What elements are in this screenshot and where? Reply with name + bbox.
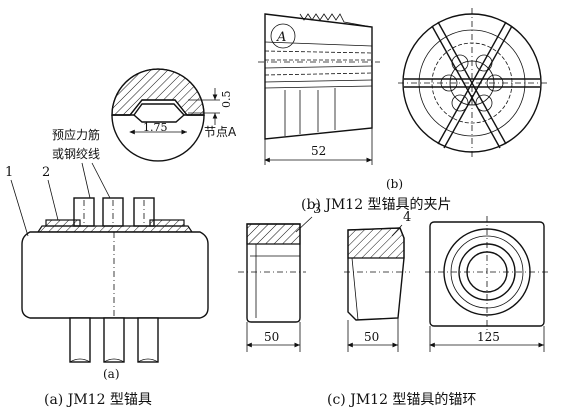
figure-a-anchor: 预应力筋 或钢绞线 1 2 (a) bbox=[5, 127, 209, 381]
strand-bottom-mid bbox=[103, 317, 125, 363]
node-a-detail: 1.75 0.5 节点A bbox=[111, 68, 237, 162]
strand-label-line1: 预应力筋 bbox=[52, 127, 100, 142]
label-4: 4 bbox=[403, 210, 411, 225]
dim-wedge-52: 52 bbox=[311, 144, 326, 158]
sub-label-b: (b) bbox=[386, 177, 403, 191]
strand-bottom-right bbox=[137, 317, 159, 363]
ring-view-2 bbox=[347, 227, 405, 321]
strand-bottom-left bbox=[69, 317, 91, 363]
detail-marker-a: A bbox=[276, 30, 286, 45]
detail-hatch bbox=[111, 68, 205, 116]
label-1: 1 bbox=[5, 165, 13, 180]
ring-view-1 bbox=[246, 223, 301, 323]
figure-b-wedge: A 52 (b) bbox=[258, 8, 548, 191]
caption-b: (b) JM12 型锚具的夹片 bbox=[301, 197, 452, 213]
strand-leader-2 bbox=[91, 162, 111, 199]
sub-label-a: (a) bbox=[103, 367, 120, 381]
dim-ring-50-b: 50 bbox=[364, 330, 379, 344]
node-a-label: 节点A bbox=[204, 125, 237, 139]
detail-marker-circle bbox=[270, 23, 296, 49]
label-3: 3 bbox=[313, 202, 321, 217]
strand-leader-1 bbox=[81, 162, 91, 199]
caption-c: (c) JM12 型锚具的锚环 bbox=[327, 392, 476, 408]
anchor-body bbox=[21, 231, 209, 319]
wedge-teeth bbox=[299, 13, 373, 28]
label-2: 2 bbox=[42, 165, 50, 180]
dim-ring-125: 125 bbox=[477, 330, 500, 344]
detail-hexagon bbox=[133, 103, 185, 123]
dim-ring-50-a: 50 bbox=[264, 330, 279, 344]
detail-height-label: 0.5 bbox=[220, 91, 233, 109]
caption-a: (a) JM12 型锚具 bbox=[44, 392, 152, 408]
detail-circle-lower bbox=[111, 114, 205, 162]
figure-c-ring: 3 4 50 50 125 bbox=[238, 202, 550, 352]
detail-width-label: 1.75 bbox=[143, 121, 168, 134]
strand-label-line2: 或钢绞线 bbox=[52, 146, 100, 161]
wedge-plate bbox=[36, 225, 194, 233]
